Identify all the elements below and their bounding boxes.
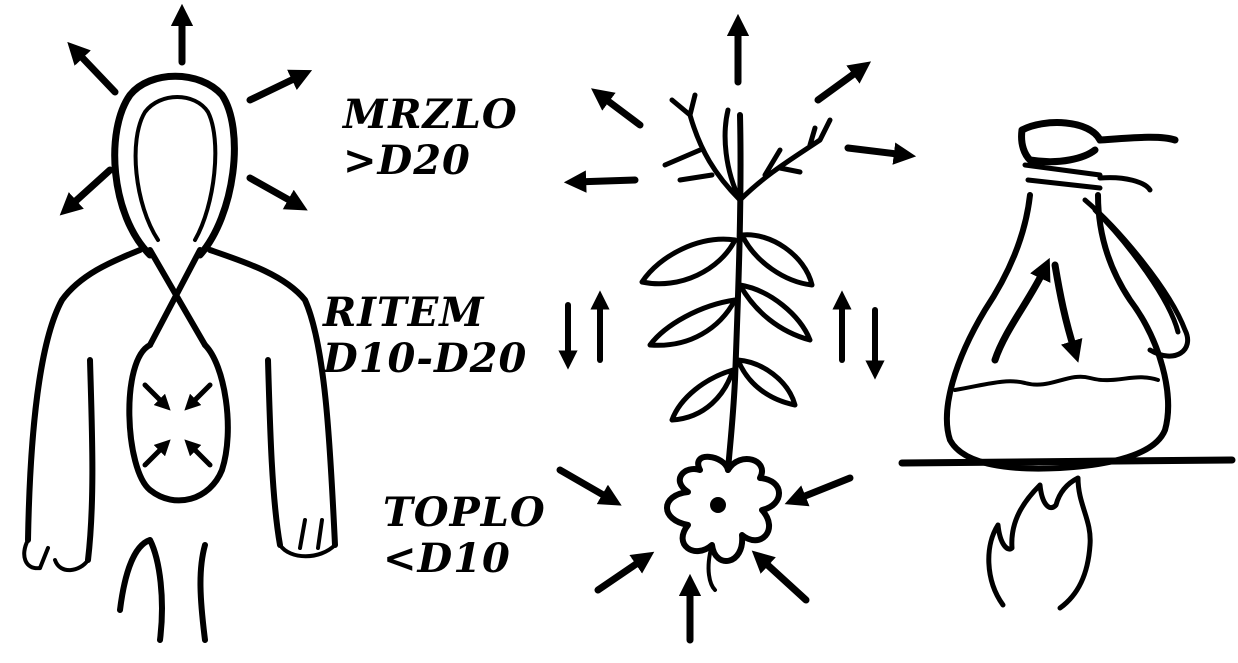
- plant-icon: [556, 13, 917, 644]
- flame-icon: [986, 475, 1093, 611]
- arrow-icon: [591, 88, 644, 129]
- arrow-icon: [1051, 261, 1083, 363]
- flask-over-flame-icon: [898, 119, 1236, 611]
- cold-label-line1: MRZLO: [343, 91, 518, 138]
- warm-label-line1: TOPLO: [383, 489, 546, 536]
- arrow-icon: [991, 257, 1051, 364]
- arrow-icon: [67, 41, 119, 96]
- warm-label-line2: <D10: [383, 535, 511, 582]
- arrow-icon: [556, 466, 622, 506]
- warm-label: TOPLO <D10: [383, 490, 546, 582]
- arrow-icon: [246, 69, 313, 104]
- cold-label-line2: >D20: [343, 137, 471, 184]
- arrow-icon: [751, 550, 810, 604]
- arrow-icon: [784, 474, 854, 507]
- human-figure-icon: [22, 3, 338, 643]
- arrow-icon: [594, 551, 655, 594]
- rhythm-label-line1: RITEM: [323, 289, 485, 336]
- arrow-icon: [59, 166, 114, 216]
- rhythm-label: RITEM D10-D20: [323, 290, 527, 382]
- rhythm-label-line2: D10-D20: [323, 335, 528, 382]
- arrow-icon: [246, 174, 308, 211]
- arrow-icon: [844, 142, 917, 165]
- arrow-icon: [563, 170, 639, 193]
- arrow-icon: [814, 61, 872, 104]
- cold-label: MRZLO >D20: [343, 92, 518, 184]
